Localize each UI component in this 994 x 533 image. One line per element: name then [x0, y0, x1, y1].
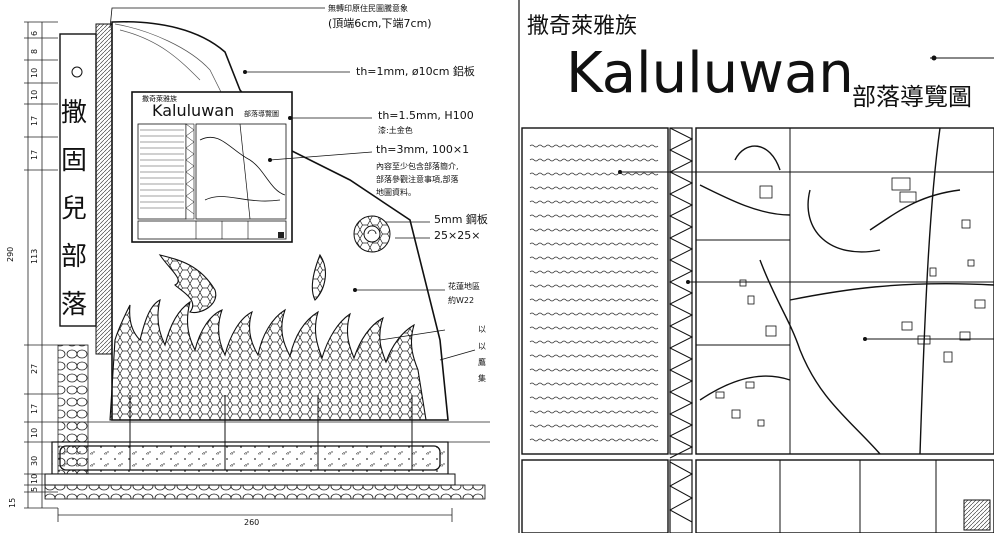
annotation-1-line1: 無轉印原住民圖騰意象	[328, 4, 408, 13]
map-buildings	[715, 177, 986, 427]
sign-char-2: 固	[60, 146, 87, 176]
sign-char-1: 撒	[60, 98, 87, 128]
text-line	[529, 214, 659, 218]
dim-5: 5	[30, 486, 39, 492]
dim-10c: 10	[30, 427, 39, 438]
annotation-4-line2: 內容至少包含部落簡介,	[376, 162, 459, 171]
board-title-suffix: 部落導覽圖	[852, 83, 972, 111]
dim-17a: 17	[30, 115, 39, 126]
sign-char-5: 落	[60, 290, 87, 320]
dim-6: 6	[30, 30, 39, 36]
text-line	[529, 438, 659, 442]
dim-total-horizontal: 260	[244, 518, 260, 527]
dim-17c: 17	[30, 403, 39, 414]
text-line	[529, 410, 659, 414]
text-line	[529, 228, 659, 232]
text-line	[529, 312, 659, 316]
map-roads	[699, 127, 994, 455]
text-line	[529, 158, 659, 162]
annotation-1-line2: (頂端6cm,下端7cm)	[328, 17, 432, 30]
annotation-8: 以	[478, 325, 486, 334]
text-line	[529, 298, 659, 302]
annotation-7-line2: 約W22	[448, 296, 475, 305]
text-line	[529, 242, 659, 246]
sign-char-4: 部	[60, 242, 87, 272]
annotation-7-line1: 花蓮地區	[448, 282, 480, 291]
sign-char-3: 兒	[60, 194, 87, 224]
dim-17b: 17	[30, 149, 39, 160]
annotation-9: 以	[478, 342, 486, 351]
dim-total-vertical: 290	[6, 246, 15, 262]
annotation-11: 集	[478, 374, 486, 383]
gravel-base	[44, 484, 486, 500]
text-line	[529, 382, 659, 386]
text-line	[529, 270, 659, 274]
text-line	[529, 340, 659, 344]
dim-10d: 10	[30, 473, 39, 484]
annotation-6: 25×25×	[434, 229, 481, 242]
text-line	[529, 200, 659, 204]
dim-15: 15	[8, 497, 17, 508]
text-column-frame	[521, 127, 669, 455]
text-line	[529, 172, 659, 176]
dim-10b: 10	[30, 89, 39, 100]
text-line	[529, 368, 659, 372]
mini-board-subtitle: 撒奇萊雅族	[142, 95, 177, 103]
bolt-icon	[71, 66, 83, 78]
dim-113: 113	[30, 248, 39, 264]
board-subtitle: 撒奇萊雅族	[527, 14, 638, 39]
text-line	[529, 424, 659, 428]
board-title: Kaluluwan	[566, 41, 854, 106]
dim-30: 30	[30, 455, 39, 466]
spiral-emblem	[353, 215, 391, 253]
text-line	[529, 256, 659, 260]
vertical-sign-post	[59, 33, 97, 327]
text-line	[529, 284, 659, 288]
bottom-cell-2	[695, 459, 994, 533]
annotation-3-line2: 漆:土金色	[378, 126, 413, 135]
mini-board-title: Kaluluwan	[152, 101, 235, 120]
annotation-3-line1: th=1.5mm, H100	[378, 109, 474, 122]
hatched-post	[95, 23, 113, 355]
dim-10a: 10	[30, 67, 39, 78]
text-wavy-lines	[529, 144, 659, 442]
text-line	[529, 186, 659, 190]
annotation-5: 5mm 鋼板	[434, 213, 488, 226]
concrete-footing	[51, 441, 449, 475]
annotation-10: 鷹	[478, 358, 486, 367]
annotation-2: th=1mm, ø10cm 鋁板	[356, 65, 475, 78]
dim-8: 8	[30, 48, 39, 54]
text-line	[529, 396, 659, 400]
hatch-block	[963, 499, 991, 531]
text-line	[529, 144, 659, 148]
mini-board-suffix: 部落導覽圖	[244, 110, 279, 118]
annotation-4-line4: 地圖資料。	[376, 188, 416, 197]
flame-shapes	[109, 253, 427, 421]
text-line	[529, 326, 659, 330]
annotation-4-line3: 部落參觀注意事項,部落	[376, 175, 459, 184]
annotation-4-line1: th=3mm, 100×1	[376, 143, 470, 156]
dim-27: 27	[30, 363, 39, 374]
text-line	[529, 354, 659, 358]
bottom-cell-1	[521, 459, 669, 533]
